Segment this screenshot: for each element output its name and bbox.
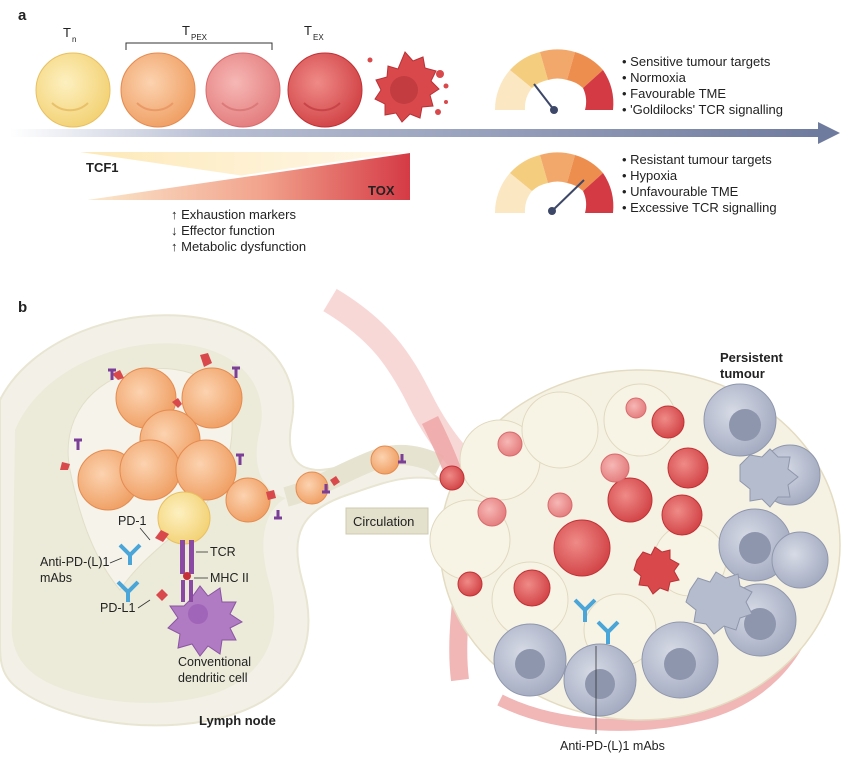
ex-t-cell (287, 52, 363, 128)
cell-label-tpex: T PEX (182, 23, 208, 42)
exhaustion-effects-list: ↑ Exhaustion markers ↓ Effector function… (171, 207, 306, 254)
favourable-bullets: • Sensitive tumour targets • Normoxia • … (622, 54, 783, 117)
dc-label-1: Conventional (178, 655, 251, 669)
panel-b-label: b (18, 299, 27, 316)
circulation-box: Circulation (345, 507, 429, 535)
svg-text:T: T (63, 25, 71, 40)
anti-pd-l1-antibody-left (116, 543, 142, 602)
bullet-item: • 'Goldilocks' TCR signalling (622, 102, 783, 117)
t-cells-in-tumour (439, 397, 709, 607)
anti-pd-l1-left-label-2: mAbs (40, 571, 72, 585)
bullet-item: • Unfavourable TME (622, 184, 739, 199)
tox-label: TOX (368, 183, 395, 198)
persistent-tumour-label-2: tumour (720, 366, 765, 381)
svg-text:T: T (304, 23, 312, 38)
svg-text:n: n (72, 35, 76, 44)
tcr-mhc-complex (180, 540, 194, 602)
effect-item: ↑ Exhaustion markers (171, 207, 296, 222)
gauge-unfavourable (494, 152, 614, 215)
cell-label-tn: T n (63, 25, 76, 44)
pd1-label: PD-1 (118, 514, 147, 528)
bullet-item: • Hypoxia (622, 168, 678, 183)
panel-a-label: a (18, 7, 27, 24)
circulating-t-cells (295, 445, 400, 505)
lymph-node-label: Lymph node (199, 713, 276, 728)
cell-label-tex: T EX (304, 23, 324, 42)
bullet-item: • Favourable TME (622, 86, 726, 101)
unfavourable-bullets: • Resistant tumour targets • Hypoxia • U… (622, 152, 777, 215)
svg-text:PEX: PEX (191, 33, 208, 42)
receptors (60, 353, 340, 601)
svg-text:T: T (182, 23, 190, 38)
effect-item: ↑ Metabolic dysfunction (171, 239, 306, 254)
dying-t-cell (367, 51, 449, 123)
naive-t-cell (35, 52, 111, 128)
anti-pd-l1-antibodies-tumour (573, 598, 620, 644)
effect-item: ↓ Effector function (171, 223, 275, 238)
anti-pd-l1-left-leader (109, 557, 123, 564)
dc-label-2: dendritic cell (178, 671, 247, 685)
mhc-label: MHC II (210, 571, 249, 585)
anti-pd-l1-left-label-1: Anti-PD-(L)1 (40, 555, 110, 569)
bullet-item: • Excessive TCR signalling (622, 200, 777, 215)
bullet-item: • Sensitive tumour targets (622, 54, 771, 69)
lymph-node (0, 314, 444, 727)
gauge-favourable (494, 49, 614, 114)
circulation-label: Circulation (353, 514, 414, 529)
pdl1-leader (137, 599, 151, 609)
progression-arrow (10, 122, 840, 144)
pex-t-cell-2 (205, 52, 281, 128)
pdl1-label: PD-L1 (100, 601, 135, 615)
tpex-bracket (125, 42, 273, 50)
tcf1-tox-gradient (79, 151, 411, 201)
pd1-leader (139, 527, 151, 541)
pex-t-cell-1 (120, 52, 196, 128)
bullet-item: • Normoxia (622, 70, 687, 85)
receptors-purple (74, 366, 406, 520)
dendritic-cell (167, 585, 243, 657)
bullet-item: • Resistant tumour targets (622, 152, 772, 167)
persistent-tumour-label-1: Persistent (720, 350, 784, 365)
tumour-cells (493, 383, 829, 717)
anti-pd-l1-bottom-label: Anti-PD-(L)1 mAbs (560, 739, 665, 753)
lymph-node-t-cells (77, 367, 271, 545)
tcr-label: TCR (210, 545, 236, 559)
svg-text:EX: EX (313, 33, 324, 42)
tcf1-label: TCF1 (86, 160, 119, 175)
